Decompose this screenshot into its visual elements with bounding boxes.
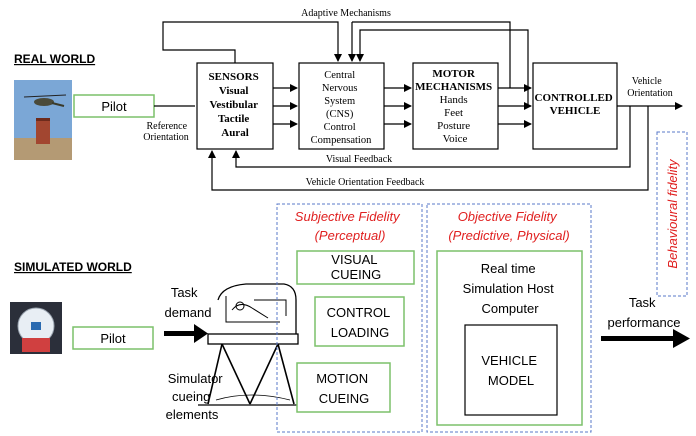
visual-feedback-loop	[232, 106, 631, 168]
real-world-heading: REAL WORLD	[14, 52, 95, 66]
cns-text: Central Nervous System (CNS) Control Com…	[311, 70, 372, 146]
subjective-fidelity-box	[276, 203, 423, 433]
objective-fidelity-title: Objective Fidelity (Predictive, Physical…	[448, 209, 569, 243]
adaptive-mechanism-loops	[162, 21, 529, 106]
cns-box	[298, 62, 385, 150]
subjective-fidelity-title: Subjective Fidelity (Perceptual)	[295, 209, 403, 243]
behavioural-fidelity-label: Behavioural fidelity	[665, 158, 680, 269]
behavioural-fidelity-box	[656, 131, 688, 297]
control-loading-box	[314, 296, 405, 347]
vehicle-orientation-label: Vehicle Orientation	[627, 76, 673, 99]
reference-orientation-label: Reference Orientation	[143, 121, 189, 143]
pilot-label-real: Pilot	[101, 99, 127, 114]
vehicle-model-text: VEHICLE MODEL	[481, 353, 540, 388]
sensors-to-cns-arrows	[273, 84, 298, 128]
motion-cueing-text: MOTION CUEING	[316, 371, 372, 406]
vehicle-orientation-feedback-label: Vehicle Orientation Feedback	[306, 177, 425, 188]
motor-mechanisms-box	[412, 62, 499, 150]
task-demand-arrow	[164, 324, 208, 343]
host-computer-text: Real time Simulation Host Computer	[463, 261, 558, 316]
controlled-vehicle-text: CONTROLLED VEHICLE	[535, 92, 616, 117]
sensors-box	[196, 62, 274, 150]
visual-feedback-label: Visual Feedback	[326, 154, 392, 165]
task-performance-arrow	[601, 329, 690, 348]
simulator-cueing-label: Simulator cueing elements	[166, 371, 227, 422]
motor-to-vehicle-arrows	[498, 84, 532, 128]
simulator-platform-drawing	[198, 283, 304, 406]
vehicle-orientation-feedback-loop	[208, 106, 649, 191]
sensors-text: SENSORS Visual Vestibular Tactile Aural	[209, 71, 262, 139]
simulated-world-heading: SIMULATED WORLD	[14, 260, 132, 274]
task-performance-label: Task performance	[608, 295, 681, 330]
pilot-box-sim	[72, 326, 154, 350]
visual-cueing-text: VISUAL CUEING	[331, 252, 382, 282]
pilot-label-sim: Pilot	[100, 331, 126, 346]
motor-mechanisms-text: MOTOR MECHANISMS Hands Feet Posture Voic…	[415, 68, 495, 145]
visual-cueing-box	[296, 250, 415, 285]
control-loading-text: CONTROL LOADING	[327, 305, 394, 340]
motion-cueing-box	[296, 362, 391, 413]
task-demand-label: Task demand	[165, 285, 212, 320]
helicopter-photo	[14, 80, 72, 160]
cns-to-motor-arrows	[384, 84, 412, 128]
vehicle-model-box	[464, 324, 558, 416]
objective-fidelity-box	[426, 203, 592, 433]
adaptive-mechanisms-label: Adaptive Mechanisms	[301, 8, 391, 19]
simulator-photo	[10, 302, 62, 354]
